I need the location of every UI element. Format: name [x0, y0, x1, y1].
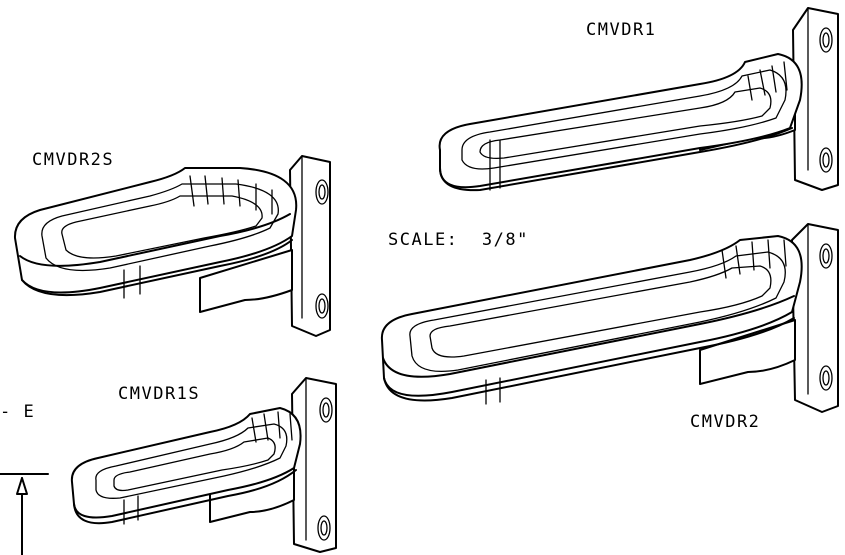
part-cmvdr1s — [70, 377, 337, 553]
label-cmvdr1: CMVDR1 — [586, 20, 657, 40]
part-cmvdr1 — [438, 7, 839, 192]
edge-note: - E — [0, 402, 36, 422]
dimension-arrow — [0, 473, 49, 555]
scale-value: 3/8" — [481, 230, 529, 250]
label-scale: SCALE: 3/8" — [388, 230, 529, 250]
label-cmvdr2: CMVDR2 — [690, 412, 761, 432]
label-cmvdr1s: CMVDR1S — [118, 384, 201, 404]
scale-prefix: SCALE: — [388, 230, 459, 250]
part-cmvdr2s — [13, 155, 331, 337]
label-cmvdr2s: CMVDR2S — [32, 150, 115, 170]
part-cmvdr2 — [380, 223, 839, 413]
